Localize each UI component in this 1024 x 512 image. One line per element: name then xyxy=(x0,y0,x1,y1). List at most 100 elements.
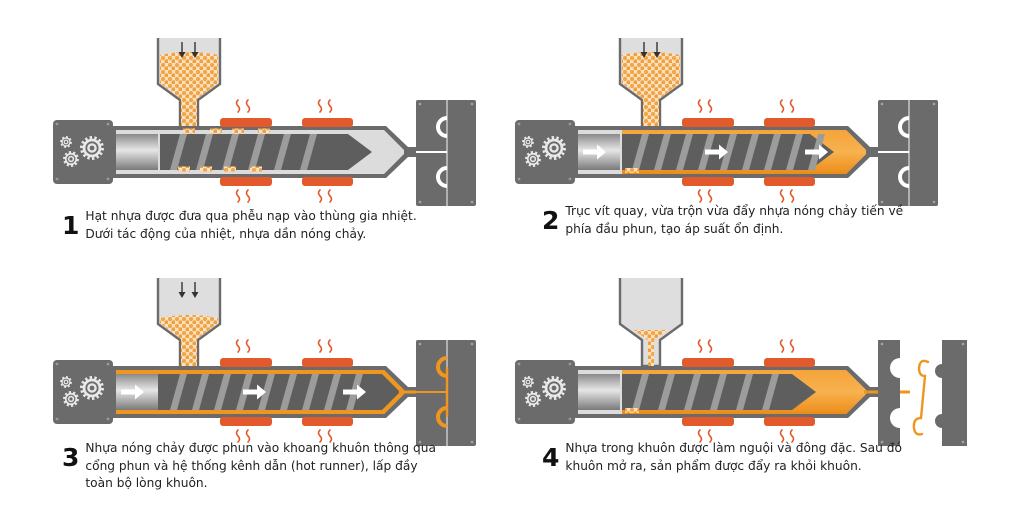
mold-cavity-bottom xyxy=(898,166,910,188)
gear-hole xyxy=(526,140,530,144)
heat-wave-icon xyxy=(789,189,795,203)
heat-wave-icon xyxy=(235,189,241,203)
screw-flight xyxy=(720,134,737,170)
heat-wave-icon xyxy=(707,99,713,113)
heat-wave-icon xyxy=(245,99,251,113)
right-arrow-icon xyxy=(705,144,728,160)
screw-flight xyxy=(764,134,781,170)
heater-band-top xyxy=(764,118,815,127)
down-arrow-icon xyxy=(640,42,648,58)
step-description: Hạt nhựa được đưa qua phễu nạp vào thùng… xyxy=(85,209,417,241)
heat-wave-icon xyxy=(789,429,795,443)
heater-band-bottom xyxy=(682,417,734,426)
bolt xyxy=(418,102,422,106)
screw-flight xyxy=(170,134,187,170)
gear-icon xyxy=(522,136,534,148)
heat-wave-icon xyxy=(697,429,703,443)
gear-hole xyxy=(551,385,557,391)
bolt xyxy=(55,417,59,421)
gear-hole xyxy=(531,157,535,161)
bolt xyxy=(568,177,572,181)
heat-wave-icon xyxy=(327,429,333,443)
gear-hole xyxy=(89,145,95,151)
heater-band-top xyxy=(220,118,272,127)
screw-flight xyxy=(196,134,213,170)
right-arrow-icon xyxy=(583,144,606,160)
gear-hole xyxy=(526,380,530,384)
bolt xyxy=(517,417,521,421)
arrow-head xyxy=(178,52,186,58)
bolt xyxy=(932,200,936,204)
step-4-caption: 4 Nhựa trong khuôn được làm nguội và đôn… xyxy=(542,440,922,475)
gear-icon xyxy=(525,151,541,167)
heat-wave-icon xyxy=(327,339,333,353)
pellet-cluster xyxy=(210,128,222,134)
screw-flight xyxy=(632,134,649,170)
heat-wave-icon xyxy=(789,99,795,113)
gear-hole xyxy=(64,140,68,144)
heat-wave-icon xyxy=(245,429,251,443)
screw-shaft xyxy=(160,134,372,170)
screw-flight xyxy=(676,134,693,170)
gear-hole xyxy=(89,385,95,391)
heater-band-bottom xyxy=(682,177,734,186)
bolt xyxy=(55,177,59,181)
right-arrow-icon xyxy=(243,384,266,400)
heat-wave-icon xyxy=(707,339,713,353)
bolt xyxy=(880,342,884,346)
bolt xyxy=(55,122,59,126)
pellet-cluster xyxy=(232,128,244,134)
down-arrow-icon xyxy=(178,42,186,58)
heat-wave-icon xyxy=(779,99,785,113)
bolt xyxy=(961,342,965,346)
heat-wave-icon xyxy=(707,189,713,203)
arrow-head xyxy=(640,52,648,58)
heat-wave-icon xyxy=(327,99,333,113)
heater-band-bottom xyxy=(220,417,272,426)
heater-band-top xyxy=(302,118,353,127)
mold-cavity-bottom xyxy=(436,166,448,188)
pellet-cluster xyxy=(183,128,195,134)
gear-hole xyxy=(64,380,68,384)
ram-piston xyxy=(116,134,158,170)
bolt xyxy=(106,417,110,421)
down-arrow-icon xyxy=(191,282,199,298)
gear-hole xyxy=(551,145,557,151)
heat-wave-icon xyxy=(245,189,251,203)
arrow-head xyxy=(653,52,661,58)
heat-wave-icon xyxy=(697,339,703,353)
step-2-diagram xyxy=(515,38,938,206)
mold-cavity-top xyxy=(436,356,448,378)
gear-icon xyxy=(63,391,79,407)
step-2-caption: 2 Trục vít quay, vừa trộn vừa đẩy nhựa n… xyxy=(542,203,922,238)
gear-icon xyxy=(80,376,104,400)
bolt xyxy=(568,417,572,421)
down-arrow-icon xyxy=(178,282,186,298)
screw-flight xyxy=(736,374,753,410)
screw-flight xyxy=(214,374,231,410)
bolt xyxy=(55,362,59,366)
gear-icon xyxy=(63,151,79,167)
mold-half-fixed xyxy=(878,340,900,446)
gear-icon xyxy=(60,136,72,148)
mold-half-moving xyxy=(935,340,967,446)
hopper-pellets xyxy=(634,330,668,366)
screw-flight xyxy=(742,134,759,170)
pellet-cluster xyxy=(258,128,270,134)
mold xyxy=(878,100,938,206)
screw-flight xyxy=(300,134,317,170)
bolt xyxy=(418,440,422,444)
bolt xyxy=(880,102,884,106)
step-1-diagram xyxy=(53,38,476,206)
bolt xyxy=(470,200,474,204)
pellet-cluster xyxy=(200,166,212,172)
step-number: 4 xyxy=(542,443,560,472)
screw-flight xyxy=(302,374,319,410)
screw-flight xyxy=(280,374,297,410)
bolt xyxy=(517,362,521,366)
heat-wave-icon xyxy=(779,429,785,443)
gear-hole xyxy=(531,397,535,401)
heater-band-top xyxy=(764,358,815,367)
heater-band-top xyxy=(302,358,353,367)
